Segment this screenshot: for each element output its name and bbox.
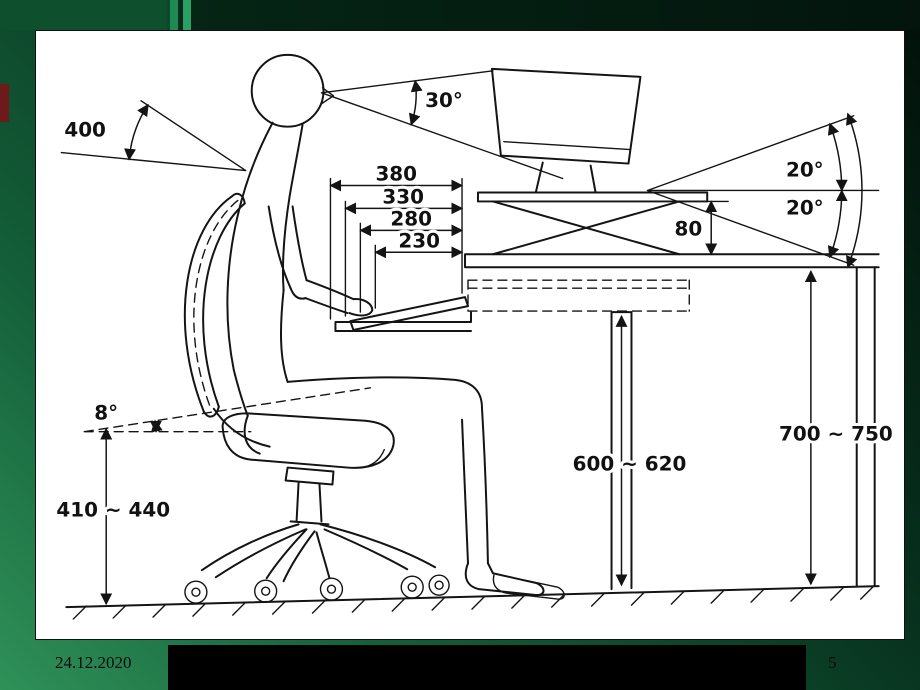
desk [334, 253, 880, 591]
screen-tilt-lines [646, 115, 880, 266]
footer-date: 24.12.2020 [55, 653, 132, 672]
head [250, 53, 325, 128]
hidden-title-fragment [0, 84, 9, 122]
dim-label-screen-tilt-upper: 20° [786, 159, 824, 182]
seat-tilt-lines [83, 387, 372, 433]
dim-label-desk-height: 700 ~ 750 [779, 423, 893, 446]
page-number: 5 [828, 653, 837, 672]
monitor [476, 67, 709, 256]
dim-label-legroom-height: 600 ~ 620 [573, 453, 687, 476]
hand [348, 298, 374, 317]
dim-label-keyboard-330: 330 [382, 185, 424, 208]
dim-label-keyboard-380: 380 [375, 163, 417, 186]
keyboard [349, 296, 470, 332]
person-figure [226, 53, 565, 600]
dimension-annotations: 400 30° 20° 20° 380 330 280 230 80 8° 41… [53, 70, 896, 606]
dim-label-seat-height: 410 ~ 440 [56, 498, 170, 521]
dim-label-seat-tilt: 8° [94, 402, 118, 425]
footer-bar [168, 645, 806, 690]
sight-lines [320, 70, 564, 180]
scissor-stand [491, 200, 681, 256]
accent-bar-icon [183, 0, 191, 30]
top-bar [0, 0, 920, 30]
dim-label-keyboard-230: 230 [398, 229, 440, 252]
ergonomics-diagram: 400 30° 20° 20° 380 330 280 230 80 8° 41… [53, 53, 896, 620]
dim-label-screen-tilt-lower: 20° [786, 196, 824, 219]
office-chair [183, 192, 450, 604]
floor-line [65, 585, 880, 620]
dim-label-riser-height: 80 [675, 217, 703, 240]
dim-label-keyboard-280: 280 [390, 207, 432, 230]
dim-label-viewing-angle: 30° [425, 89, 463, 112]
accent-bar-icon [170, 0, 178, 30]
dim-label-backrest: 400 [64, 119, 106, 142]
caster-wheels [184, 574, 450, 604]
diagram-panel: 400 30° 20° 20° 380 330 280 230 80 8° 41… [35, 30, 905, 640]
